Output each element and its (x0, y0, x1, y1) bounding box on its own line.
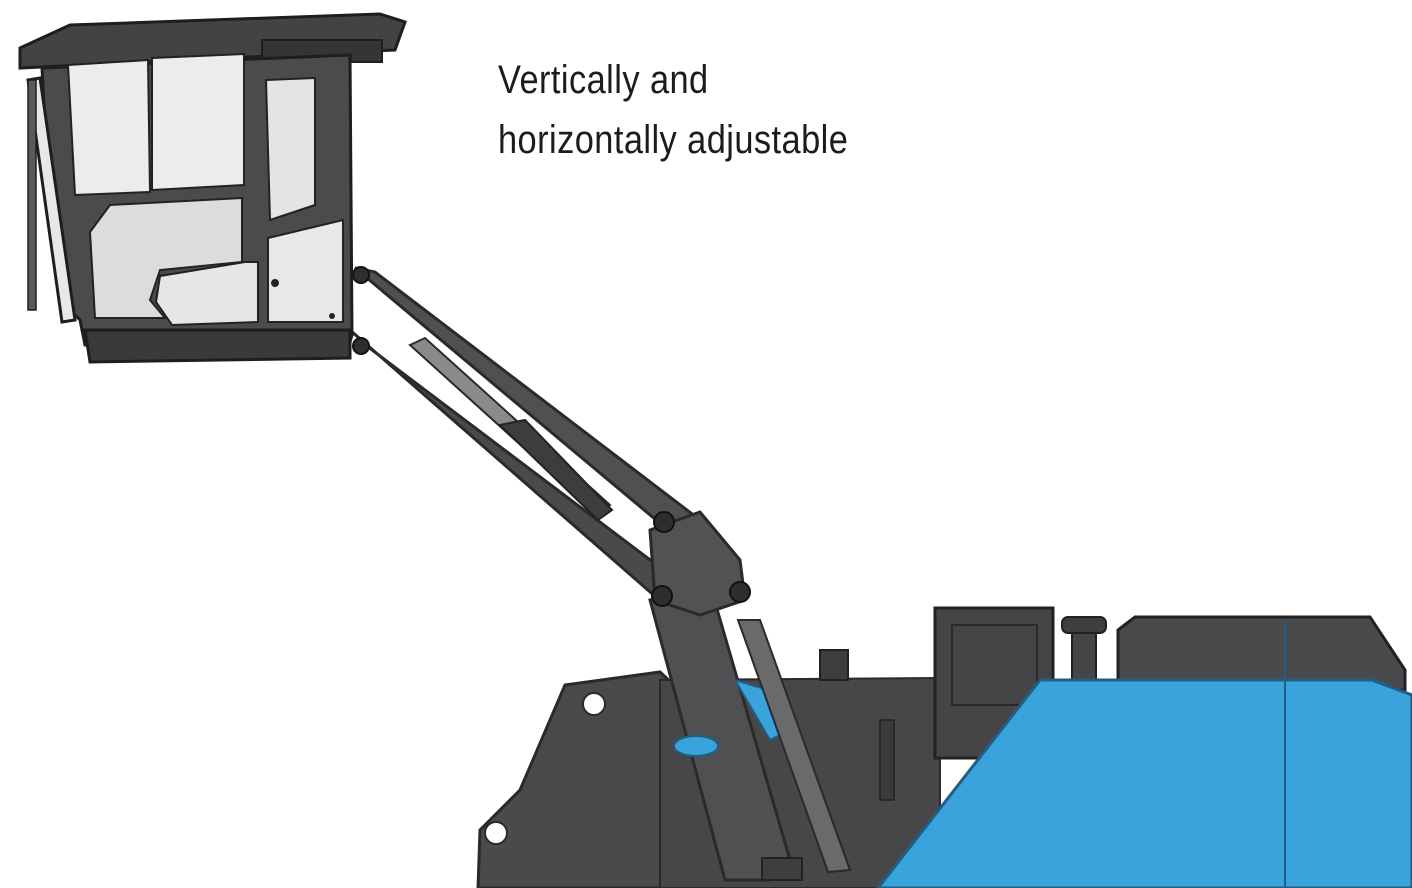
side-mirror-bar (27, 79, 37, 311)
cab-floor (83, 328, 352, 364)
cab-rear-window (267, 218, 344, 323)
blue-bushing (673, 735, 719, 757)
lower-mount-plate (761, 857, 803, 881)
pivot-bolt (352, 337, 370, 355)
engine-panel (951, 624, 1038, 706)
hydraulic-strip (879, 719, 895, 801)
air-filter-pipe (1071, 632, 1097, 684)
pivot-hole-lower (484, 821, 508, 845)
blue-side-panel (876, 678, 1412, 888)
upper-cylinder-body (497, 418, 614, 522)
cab-lower-window (154, 261, 259, 327)
front-pillar (26, 76, 77, 324)
door-latch-icon (329, 313, 335, 319)
pivot-bolt (729, 581, 751, 603)
operator-cab (18, 12, 407, 364)
cab-window-upper-left (66, 58, 152, 197)
pivot-bolt (653, 511, 675, 533)
cab-window-upper-middle (151, 52, 245, 192)
cab-window-side (264, 76, 316, 222)
air-filter-cap (1061, 616, 1107, 634)
machine-base (476, 606, 1412, 888)
pivot-hole-upper (582, 692, 606, 716)
caption-line-2: horizontally adjustable (498, 118, 849, 162)
adjustability-caption: Vertically and horizontally adjustable (498, 50, 848, 170)
exhaust-block (819, 649, 849, 681)
upper-boom-arm (348, 266, 751, 617)
cab-roof (18, 12, 407, 70)
pivot-bolt (352, 266, 370, 284)
caption-line-1: Vertically and (498, 58, 709, 102)
boom-mount-casting (476, 670, 702, 888)
pivot-bolt (651, 585, 673, 607)
lower-hydraulic-cylinder (736, 619, 852, 874)
door-handle-icon (271, 279, 279, 287)
cab-door-window (88, 196, 243, 319)
